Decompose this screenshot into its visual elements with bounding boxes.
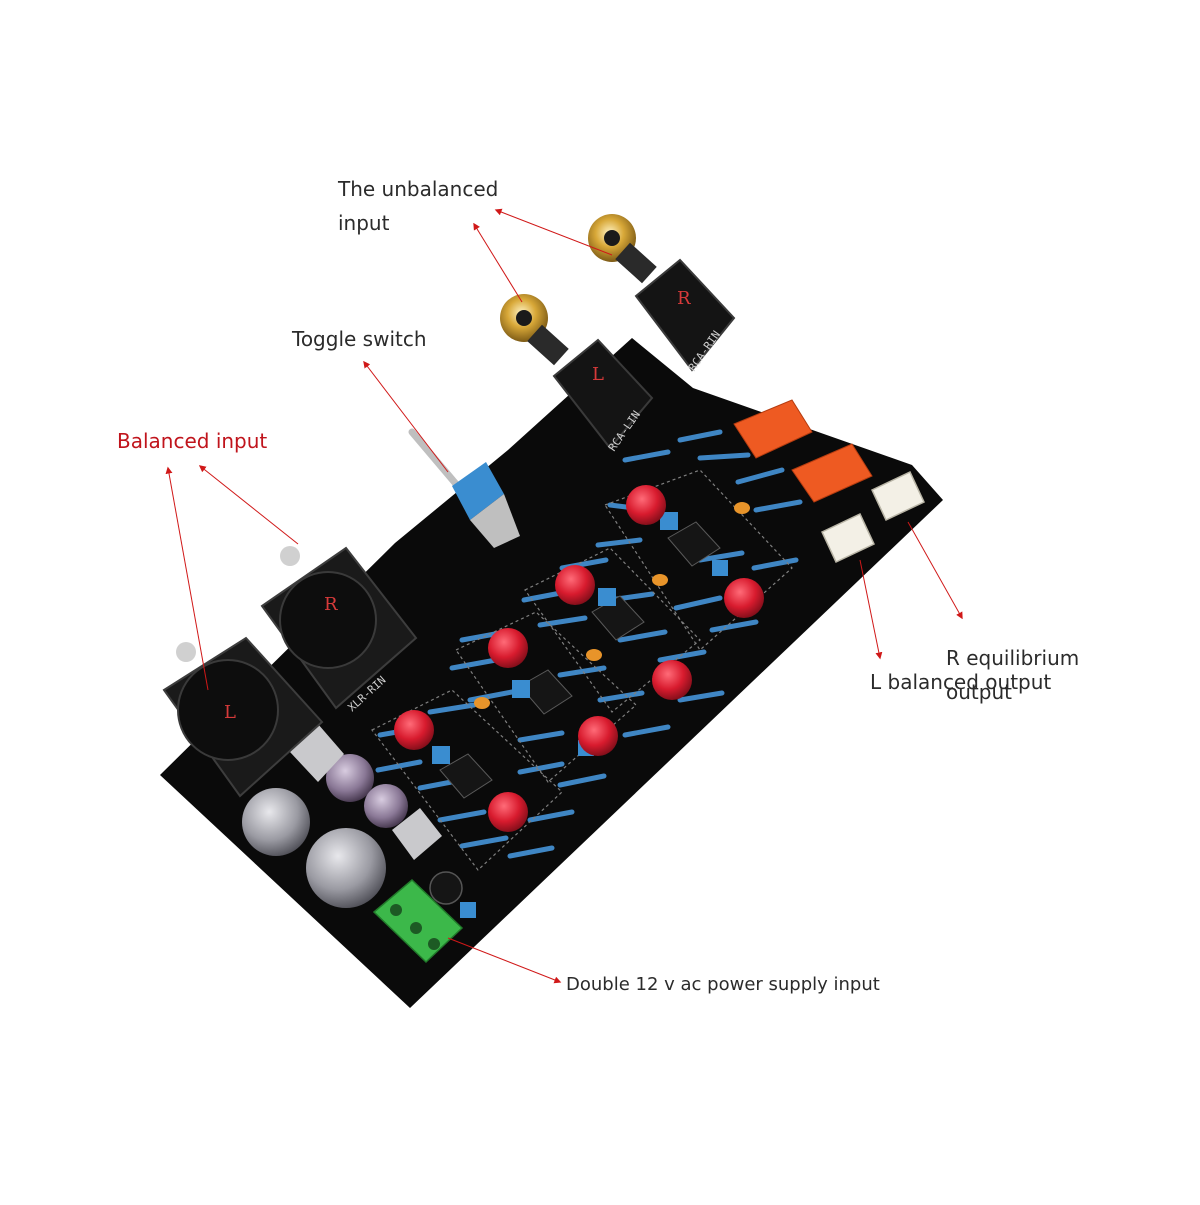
output-connectors	[821, 470, 925, 564]
rca-jack-r	[634, 258, 736, 372]
xlr-connectors: R XLR-RIN L	[162, 546, 418, 798]
opamp-chips	[439, 521, 721, 799]
ceramic-caps	[474, 502, 750, 709]
label-unbalanced-input: The unbalanced input	[338, 177, 499, 235]
arrow-balanced-l	[165, 466, 209, 691]
film-capacitors	[733, 399, 873, 503]
power-terminal-block	[372, 878, 464, 964]
label-l-balanced-output: L balanced output	[870, 670, 1052, 694]
arrow-balanced-r	[198, 465, 299, 545]
arrow-l-output	[859, 559, 883, 660]
toggle-switch	[408, 428, 520, 548]
silkscreen-outlines	[371, 469, 793, 871]
xlr-l-mark: L	[224, 702, 236, 723]
arrow-unbalanced-r	[494, 208, 613, 256]
rca-l-mark: L	[592, 364, 604, 385]
label-power-supply-input: Double 12 v ac power supply input	[566, 974, 880, 995]
arrow-unbalanced-l	[473, 222, 523, 303]
arrow-toggle	[363, 360, 449, 473]
arrow-power	[447, 937, 562, 984]
resistor-array	[375, 429, 803, 859]
label-toggle-switch: Toggle switch	[292, 327, 427, 351]
rca-r-mark: R	[677, 288, 691, 309]
label-balanced-input: Balanced input	[117, 429, 268, 453]
arrow-r-output	[907, 521, 963, 620]
label-r-equilibrium-output: R equilibrium output	[946, 646, 1080, 704]
red-electrolytic-caps	[394, 485, 764, 832]
output-connector-l	[821, 512, 875, 564]
output-connector-r	[871, 470, 925, 522]
xlr-r-mark: R	[324, 594, 338, 615]
rca-jack-l	[552, 338, 654, 450]
annotation-arrows	[165, 208, 963, 984]
